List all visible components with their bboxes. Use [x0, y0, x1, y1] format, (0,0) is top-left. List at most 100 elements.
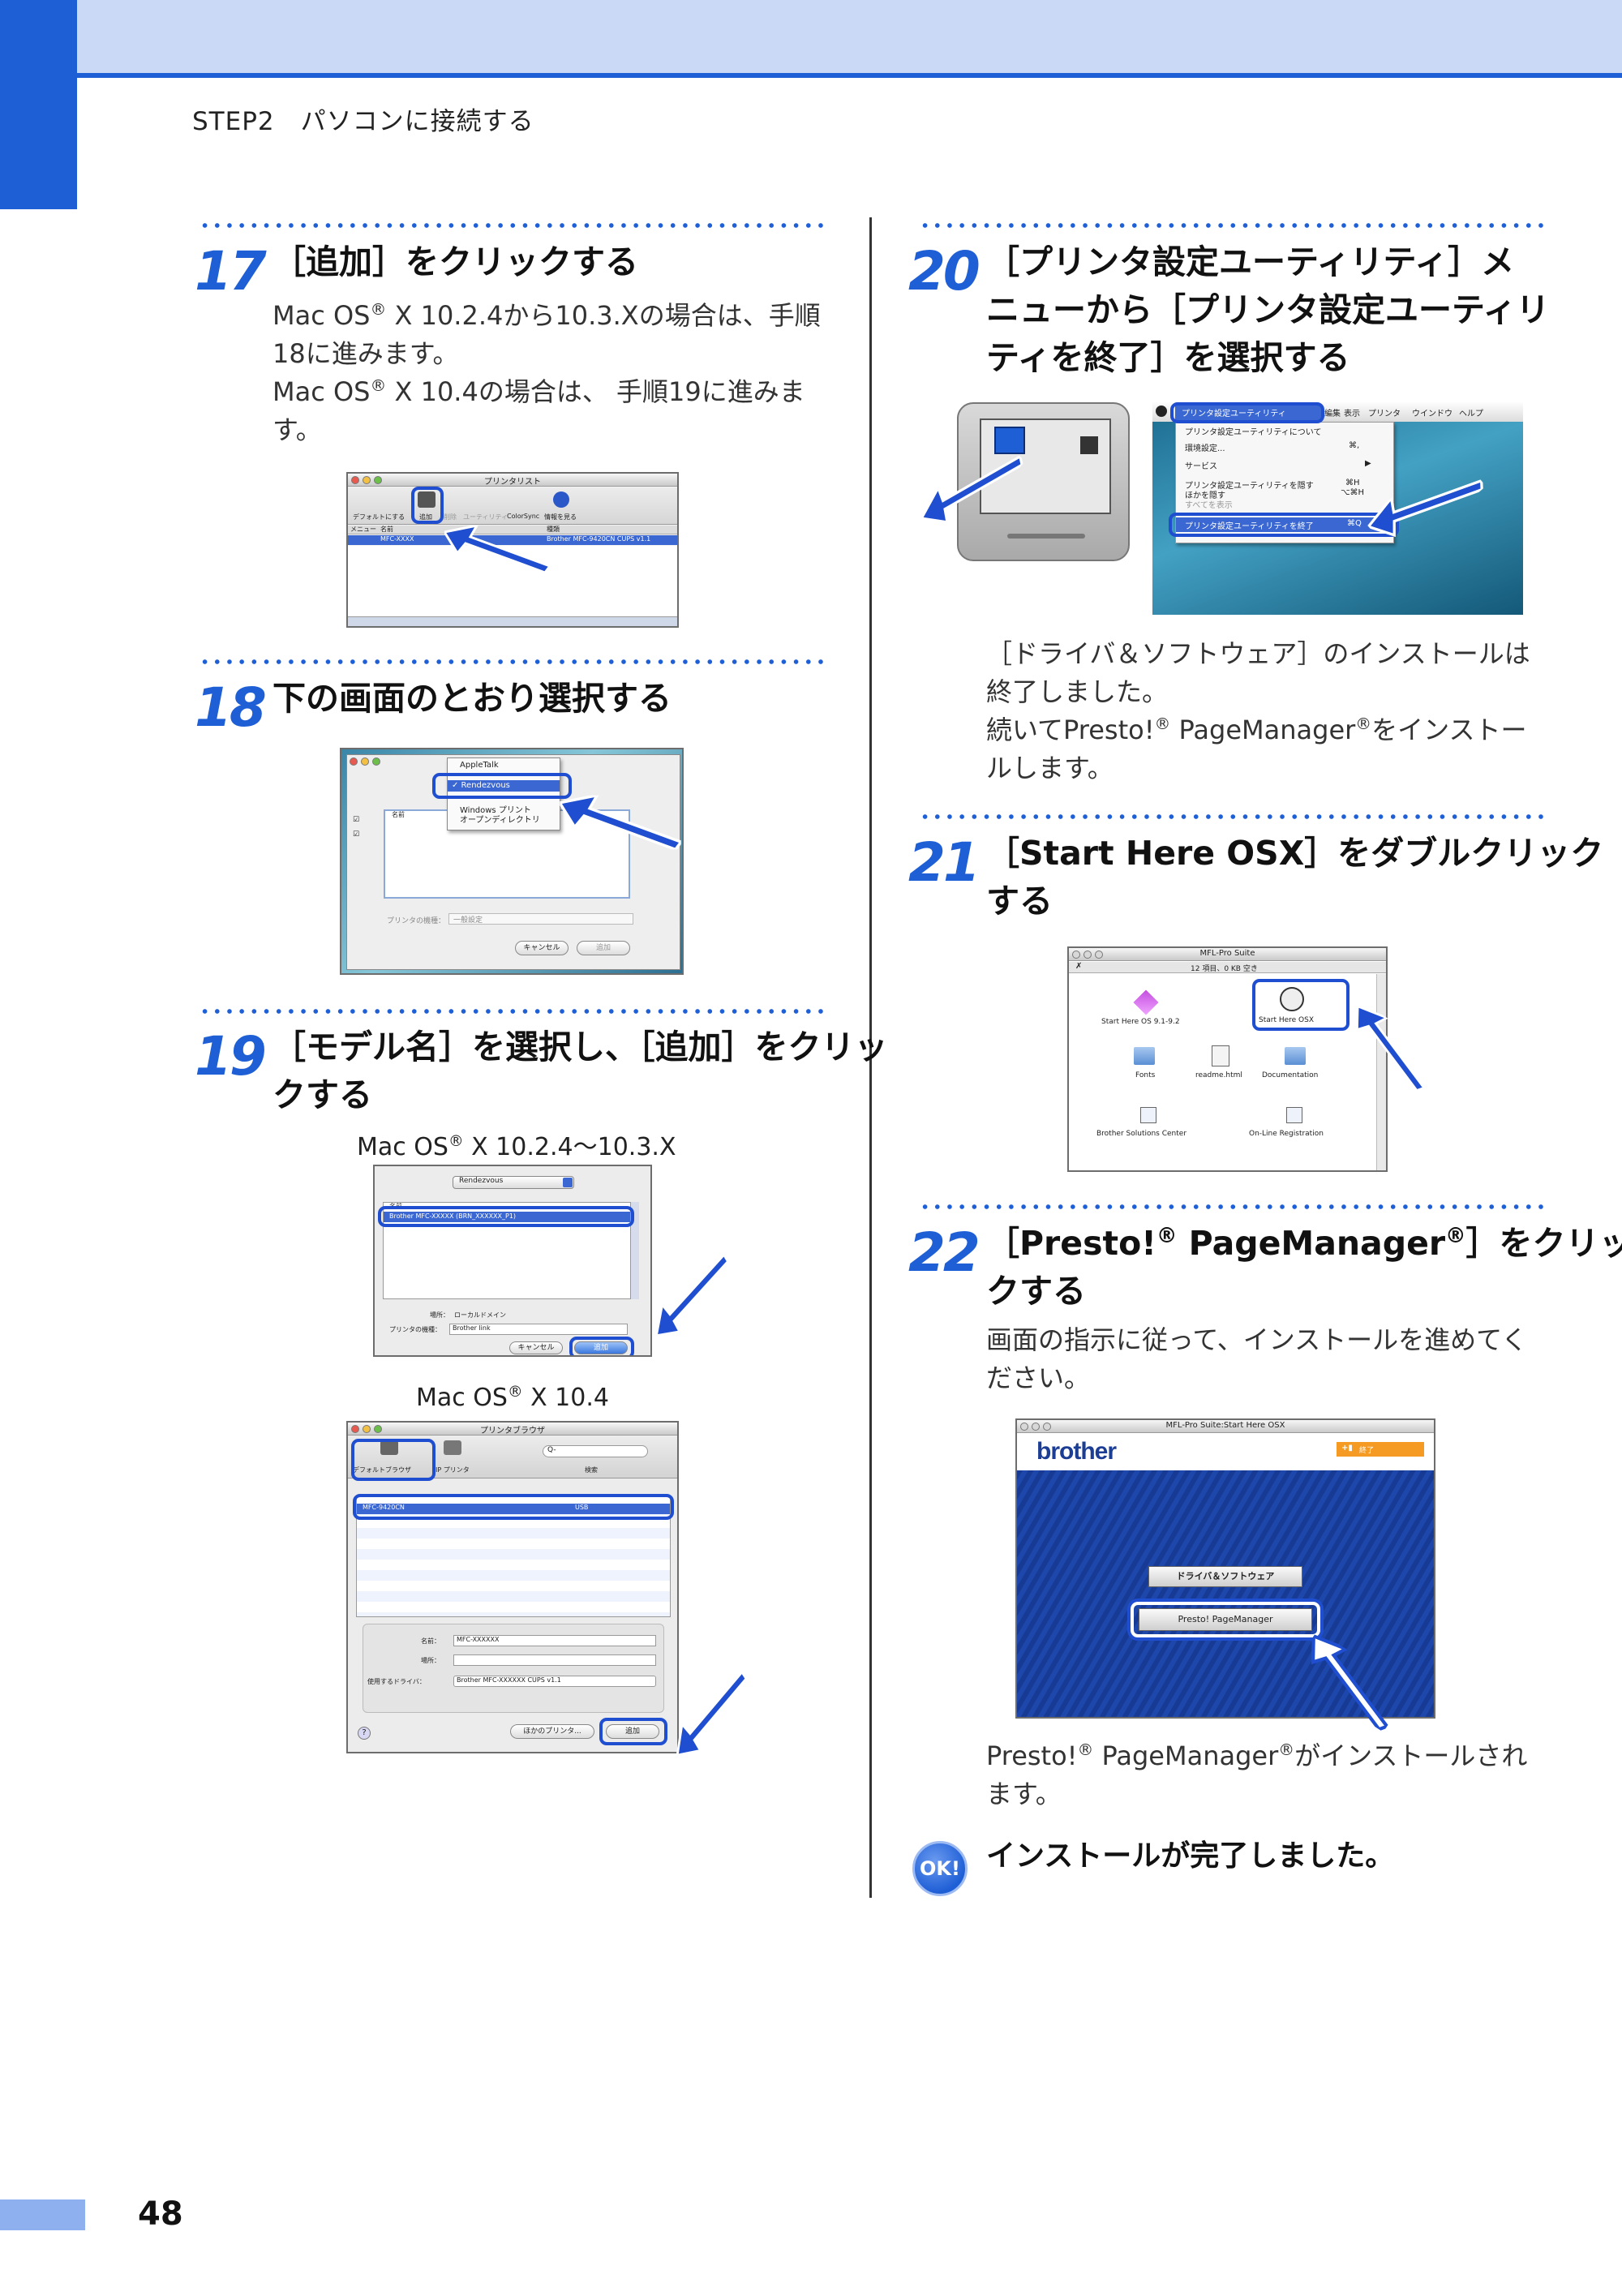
- tab-default-browser[interactable]: デフォルトブラウザ: [353, 1466, 411, 1474]
- chevron-down-icon: [563, 1178, 573, 1187]
- folder-fonts[interactable]: Fonts: [1135, 1071, 1156, 1079]
- table-row[interactable]: [357, 1504, 670, 1514]
- search-input[interactable]: [543, 1445, 648, 1457]
- add-printer-screenshot: Rendezvous 名前 Brother MFC-XXXXX (BRN_XXX…: [373, 1165, 652, 1357]
- help-icon[interactable]: ?: [358, 1727, 371, 1740]
- minimize-dot: [363, 1425, 371, 1433]
- menu-hide-others[interactable]: ほかを隠す: [1185, 491, 1225, 500]
- installer-screenshot: MFL-Pro Suite:Start Here OSX brother +▮ …: [1015, 1418, 1435, 1719]
- popup-menu: [447, 757, 560, 830]
- row-kind: USB: [575, 1504, 589, 1511]
- exit-label: 終了: [1359, 1447, 1375, 1455]
- menu-item-rendezvous[interactable]: ✓ Rendezvous: [452, 781, 510, 790]
- other-printer-button[interactable]: ほかのプリンタ...: [510, 1724, 594, 1739]
- table-row[interactable]: [384, 1212, 630, 1222]
- menubar-printer[interactable]: プリンタ: [1368, 410, 1401, 418]
- minimize-dot: [1083, 951, 1092, 959]
- status-bar: [1069, 962, 1386, 973]
- col-menu: メニュー: [350, 526, 376, 533]
- zoom-dot: [374, 476, 382, 484]
- web-link-icon: [1140, 1107, 1156, 1123]
- menu-hide[interactable]: プリンタ設定ユーティリティを隠す: [1185, 482, 1314, 491]
- shortcut-hide-others: ⌥⌘H: [1341, 488, 1365, 497]
- menu-item-appletalk[interactable]: AppleTalk: [460, 761, 499, 770]
- menu-quit[interactable]: プリンタ設定ユーティリティを終了: [1185, 522, 1314, 531]
- toolbar-colorsync[interactable]: ColorSync: [507, 513, 540, 520]
- shortcut-quit: ⌘Q: [1347, 519, 1362, 528]
- checkbox-icon[interactable]: ☑: [353, 830, 360, 839]
- toolbar-default[interactable]: デフォルトにする: [353, 513, 406, 521]
- driver-select[interactable]: [453, 1676, 656, 1687]
- window-titlebar: MFL-Pro Suite:Start Here OSX: [1017, 1420, 1434, 1433]
- toolbar-utility[interactable]: ユーティリティ: [463, 513, 508, 521]
- column-header: [348, 526, 677, 534]
- toolbar-add[interactable]: 追加: [419, 513, 432, 521]
- add-button[interactable]: 追加: [577, 941, 630, 955]
- menu-quit-selected: [1176, 517, 1393, 532]
- menubar-app[interactable]: プリンタ設定ユーティリティ: [1182, 410, 1286, 418]
- file-start-here-os9[interactable]: Start Here OS 9.1-9.2: [1101, 1018, 1180, 1026]
- tab-ip-printer[interactable]: IP プリンタ: [436, 1466, 470, 1474]
- item-count: 12 項目、0 KB 空き: [1191, 965, 1258, 973]
- window-titlebar: プリンタリスト: [348, 474, 677, 487]
- name-label: 名前：: [421, 1637, 440, 1645]
- menu-about[interactable]: プリンタ設定ユーティリティについて: [1185, 428, 1322, 437]
- cancel-button[interactable]: キャンセル: [509, 1341, 563, 1354]
- osx-installer-icon: [1280, 987, 1304, 1011]
- row-kind: Brother MFC-9420CN CUPS v1.1: [547, 535, 651, 543]
- model-select[interactable]: [448, 913, 633, 925]
- file-registration[interactable]: On-Line Registration: [1249, 1130, 1324, 1138]
- model-select[interactable]: [449, 1324, 628, 1335]
- menu-services[interactable]: サービス: [1185, 462, 1217, 471]
- checkbox-icon[interactable]: ☑: [353, 816, 360, 824]
- pointer-arrow-icon: [444, 526, 550, 573]
- rendezvous-screenshot: 名前 ☑ ☑ AppleTalk ✓ Rendezvous Windows プリ…: [340, 748, 684, 975]
- menubar-edit[interactable]: 編集: [1324, 410, 1341, 418]
- step-body: Mac OS® X 10.2.4から10.3.Xの場合は、手順 18に進みます。…: [272, 300, 821, 445]
- menu-item-directory[interactable]: オープンディレクトリ: [460, 816, 540, 825]
- menubar-view[interactable]: 表示: [1344, 410, 1360, 418]
- header-band: [0, 0, 1622, 73]
- web-link-icon: [1286, 1107, 1302, 1123]
- file-solutions-center[interactable]: Brother Solutions Center: [1096, 1130, 1187, 1138]
- file-readme[interactable]: readme.html: [1195, 1071, 1242, 1079]
- menu-show-all[interactable]: すべてを表示: [1185, 501, 1233, 510]
- driver-software-button[interactable]: ドライバ＆ソフトウェア: [1148, 1566, 1302, 1587]
- highlight-quit: [1169, 513, 1399, 537]
- scrollbar[interactable]: [1376, 974, 1386, 1170]
- window-title: MFL-Pro Suite:Start Here OSX: [1165, 1421, 1285, 1430]
- cancel-button[interactable]: キャンセル: [515, 941, 569, 955]
- menubar-window[interactable]: ウインドウ: [1412, 410, 1453, 418]
- add-button[interactable]: 追加: [606, 1724, 659, 1739]
- place-field[interactable]: [453, 1654, 656, 1666]
- close-dot: [1072, 951, 1080, 959]
- scrollbar[interactable]: [348, 616, 677, 626]
- toolbar-delete[interactable]: 削除: [444, 513, 457, 521]
- menu-preferences[interactable]: 環境設定...: [1185, 444, 1225, 453]
- step-title: ［モデル名］を選択し、［追加］をクリッ クする: [272, 1028, 888, 1114]
- table-row[interactable]: [348, 535, 677, 545]
- step-number: 20: [908, 240, 980, 303]
- minimize-dot: [363, 476, 371, 484]
- scrollbar[interactable]: [631, 1202, 639, 1299]
- connection-popup[interactable]: [453, 1176, 574, 1189]
- folder-documentation[interactable]: Documentation: [1262, 1071, 1319, 1079]
- highlight-row: [378, 1206, 634, 1227]
- add-printer-icon: [418, 491, 436, 508]
- step-divider: [199, 1008, 823, 1015]
- file-start-here-osx[interactable]: Start Here OSX: [1259, 1016, 1315, 1024]
- step-divider: [919, 222, 1543, 229]
- menu-item-windows[interactable]: Windows プリント: [460, 806, 531, 815]
- toolbar-info[interactable]: 情報を見る: [544, 513, 577, 521]
- window-title: プリンタブラウザ: [480, 1427, 545, 1436]
- menubar-help[interactable]: ヘルプ: [1459, 410, 1483, 418]
- pointer-arrow-icon: [1366, 479, 1483, 538]
- step-divider: [919, 813, 1543, 820]
- window-title: プリンタリスト: [484, 478, 541, 487]
- presto-pagemanager-button[interactable]: Presto! PageManager: [1139, 1608, 1312, 1631]
- zoom-dot: [372, 757, 380, 766]
- exit-button[interactable]: [1337, 1442, 1424, 1457]
- add-button[interactable]: 追加: [574, 1341, 628, 1354]
- name-field[interactable]: [453, 1635, 656, 1646]
- pointer-arrow-icon: [1311, 1633, 1390, 1732]
